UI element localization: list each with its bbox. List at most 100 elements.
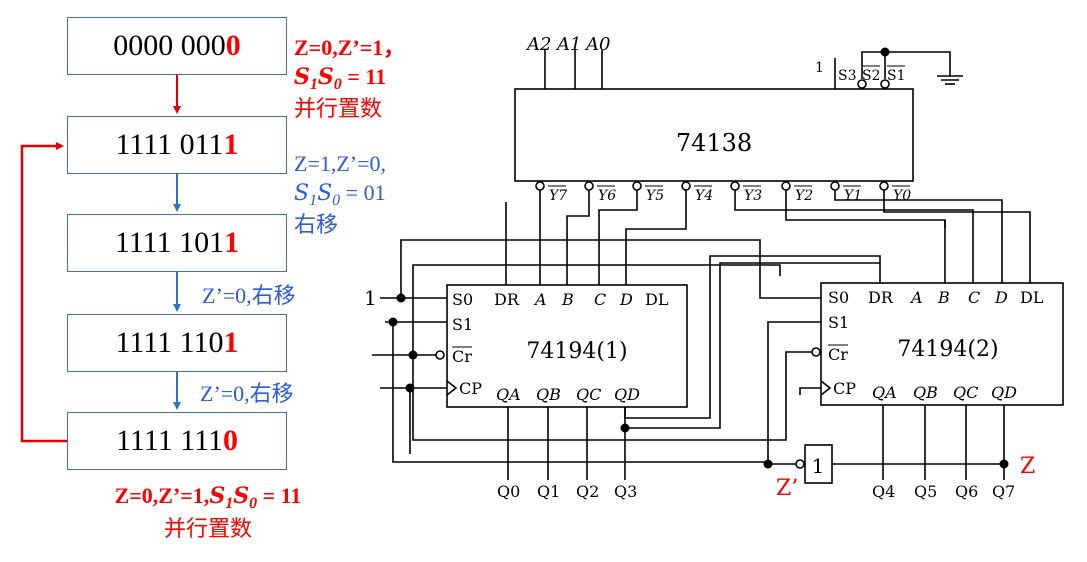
shift2-pin-cr: Cr: [828, 345, 848, 364]
wire-y2: [785, 190, 946, 283]
output-q1: Q1: [537, 482, 560, 501]
wire-s1-2: [392, 322, 768, 463]
shift2-pin-qb: QB: [913, 383, 938, 402]
active-low-overbars: [452, 65, 910, 348]
note-sub: 0: [332, 191, 341, 209]
wire-cp-3: [799, 387, 821, 395]
output-q0: Q0: [497, 482, 520, 501]
state-bits: 0000 000: [113, 29, 226, 62]
note-sub: 1: [309, 75, 318, 93]
inverter-label: 1: [812, 454, 825, 478]
output-q5: Q5: [914, 482, 937, 501]
wire-y3: [734, 190, 974, 283]
decoder-output-y4: Y4: [695, 188, 713, 204]
note-line: Z’=0,右移: [202, 283, 296, 308]
state-bits: 1111 011: [115, 128, 224, 161]
shift2-pin-b: B: [937, 288, 950, 307]
state-flow-arrows: [20, 75, 181, 443]
note-math: S: [294, 63, 310, 90]
note-eq: = 11: [341, 63, 387, 89]
shift1-pin-qd: QD: [614, 385, 640, 404]
wire-y6: [566, 190, 590, 285]
shift1-pin-cr: Cr: [452, 347, 472, 366]
signal-one-label: 1: [364, 286, 377, 310]
note-math: S: [233, 483, 250, 509]
note-shift-right-3: Z’=0,右移: [200, 380, 294, 409]
shift2-pin-cp: CP: [833, 379, 856, 398]
state-last-bit: 1: [223, 326, 239, 359]
shift1-pin-c: C: [594, 290, 606, 309]
output-q6: Q6: [955, 482, 978, 501]
wire-s0-to-decoder: [412, 264, 781, 355]
wire-cr-2: [412, 351, 812, 441]
shift-register-2-body: [820, 282, 1064, 406]
decoder-output-y6: Y6: [598, 188, 616, 204]
shift2-pin-qa: QA: [872, 383, 897, 402]
shift1-pin-s0: S0: [452, 290, 473, 309]
decoder-output-y3: Y3: [744, 188, 762, 204]
shift2-pin-qc: QC: [953, 383, 978, 402]
shift1-pin-qa: QA: [496, 385, 521, 404]
note-line: Z=1,Z’=0,: [294, 151, 387, 176]
state-bits: 1111 110: [115, 326, 224, 359]
decoder-input-label-a1: A1: [555, 34, 581, 55]
note-parallel-load-1: Z=0,Z’=1， S1S0 = 11 并行置数: [294, 34, 405, 124]
note-shift-right-1: Z=1,Z’=0, S1S0 = 01 右移: [294, 150, 386, 240]
shift2-pin-dl: DL: [1020, 288, 1044, 307]
shift2-name: 74194(2): [897, 337, 998, 362]
shift1-name: 74194(1): [526, 339, 627, 364]
note-sub: 0: [333, 75, 342, 93]
state-last-bit: 1: [224, 226, 240, 259]
decoder-enable-s1: S1: [887, 68, 906, 84]
shift2-pin-a: A: [909, 288, 923, 307]
note-sub: 1: [309, 191, 318, 209]
output-q3: Q3: [614, 482, 637, 501]
decoder-output-y5: Y5: [646, 188, 664, 204]
wire-qd1-to-dr2: [625, 262, 880, 429]
wire-y0: [883, 190, 1031, 283]
output-q7: Q7: [992, 482, 1015, 501]
output-q4: Q4: [872, 482, 895, 501]
decoder-input-label-a0: A0: [584, 34, 610, 55]
state-last-bit: 1: [223, 128, 239, 161]
note-math: S: [317, 63, 334, 90]
shift1-pin-d: D: [619, 290, 633, 309]
shift1-pin-s1: S1: [452, 315, 473, 334]
wire-y1: [834, 190, 1003, 283]
state-bits: 1111 101: [114, 226, 225, 259]
note-eq: = 11: [257, 483, 302, 508]
shift1-pin-a: A: [533, 290, 547, 309]
note-sub: 0: [249, 495, 258, 512]
wire-s0-bus: [400, 239, 821, 299]
shift2-pin-s1: S1: [828, 313, 849, 332]
note-eq: = 01: [340, 179, 386, 205]
note-line: 并行置数: [294, 96, 383, 122]
decoder-74138-body: [514, 88, 914, 182]
note-sub: 1: [225, 495, 234, 512]
decoder-output-y2: Y2: [795, 188, 813, 204]
shift1-pin-qb: QB: [536, 385, 561, 404]
note-math: S: [209, 483, 226, 509]
note-line: Z’=0,右移: [200, 381, 294, 406]
shift2-pin-d: D: [994, 288, 1008, 307]
signal-z-label: Z: [1020, 454, 1035, 479]
shift2-pin-qd: QD: [991, 383, 1017, 402]
signal-zprime-label: Z’: [776, 476, 798, 501]
note-shift-right-2: Z’=0,右移: [202, 282, 296, 311]
shift1-pin-b: B: [561, 290, 574, 309]
output-q2: Q2: [576, 482, 599, 501]
note-parallel-load-2: Z=0,Z’=1,S1S0 = 11 并行置数: [78, 482, 338, 543]
state-last-bit: 0: [222, 424, 238, 457]
loop-back-arrow: [20, 142, 67, 443]
decoder-output-y1: Y1: [844, 188, 862, 204]
note-line: 并行置数: [163, 515, 252, 541]
shift1-pin-qc: QC: [576, 385, 601, 404]
decoder-output-y7: Y7: [549, 188, 567, 204]
shift1-pin-dr: DR: [494, 290, 520, 309]
wire-y5: [598, 190, 638, 285]
